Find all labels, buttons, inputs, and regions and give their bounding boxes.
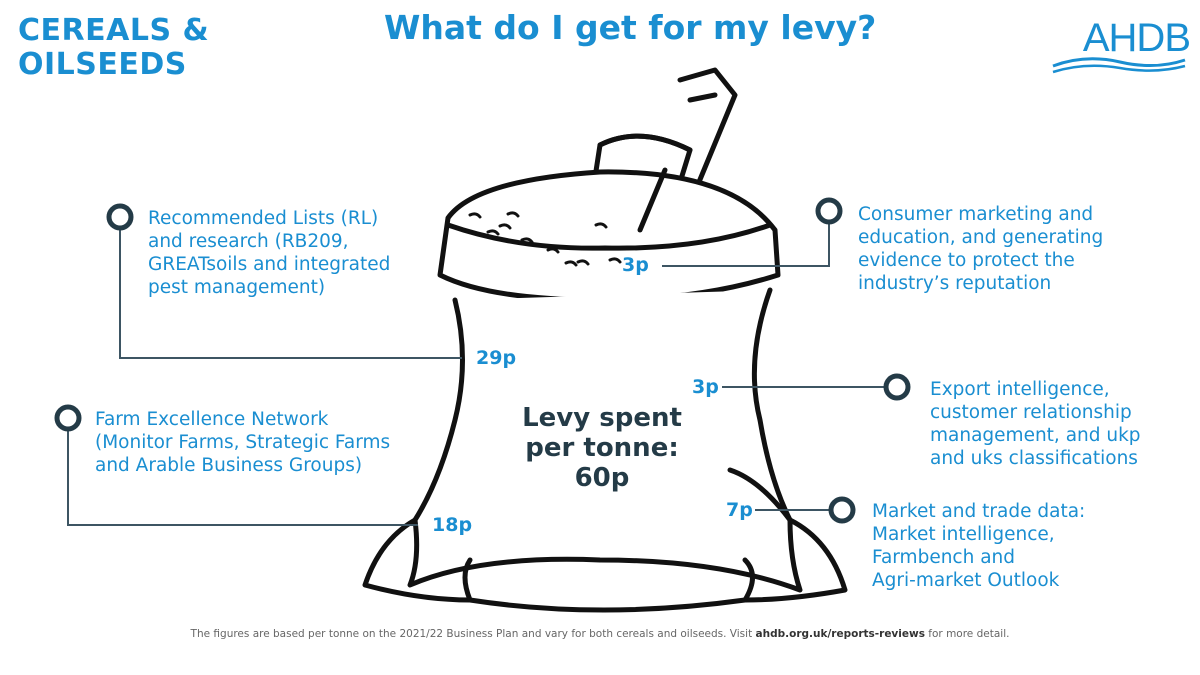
item-line: Market and trade data: [872,501,1086,522]
item-line: Consumer marketing and [858,204,1094,225]
brand-line-1: CEREALS & [18,13,210,48]
item-line: Export intelligence, [930,379,1110,400]
item-line: Farm Excellence Network [95,409,329,430]
item-farm-excellence: Farm Excellence Network (Monitor Farms, … [95,408,390,477]
levy-total-label: Levy spent per tonne: 60p [522,403,682,493]
item-line: and research (RB209, [148,231,349,252]
logo-text: AHDB [1082,16,1191,60]
item-consumer-marketing: Consumer marketing and education, and ge… [858,203,1103,295]
amount-consumer-marketing: 3p [622,254,649,276]
item-export-intelligence: Export intelligence, customer relationsh… [930,378,1141,470]
levy-total-line-2: per tonne: [525,433,679,463]
footnote-suffix: for more detail. [924,628,1010,640]
footnote: The figures are based per tonne on the 2… [0,628,1200,640]
brand-line-2: OILSEEDS [18,47,187,82]
sack-body-icon [407,287,803,593]
amount-recommended-lists: 29p [476,347,517,369]
sack-top-icon [437,169,781,303]
marker-market-icon [828,496,856,524]
item-line: Farmbench and [872,547,1016,568]
ahdb-logo: AHDB [1045,16,1191,76]
amount-farm-excellence: 18p [432,514,473,536]
brand-title: CEREALS & OILSEEDS [18,14,209,82]
footnote-prefix: The figures are based per tonne on the 2… [190,628,756,640]
item-line: Agri-market Outlook [872,570,1060,591]
levy-total-line-1: Levy spent [522,403,682,433]
connector-rl [119,228,462,359]
marker-rl-icon [106,203,134,231]
item-line: evidence to protect the [858,250,1075,271]
item-market-trade-data: Market and trade data: Market intelligen… [872,500,1085,592]
amount-export-intelligence: 3p [692,376,719,398]
item-line: education, and generating [858,227,1104,248]
logo-wave-icon [1052,57,1186,74]
footnote-link[interactable]: ahdb.org.uk/reports-reviews [755,628,925,640]
item-line: management, and ukp [930,425,1141,446]
amount-market-trade-data: 7p [726,499,753,521]
item-line: pest management) [148,277,326,298]
item-line: GREATsoils and integrated [148,254,391,275]
marker-fen-icon [54,404,82,432]
marker-consumer-icon [815,197,843,225]
item-line: (Monitor Farms, Strategic Farms [95,432,391,453]
item-recommended-lists: Recommended Lists (RL) and research (RB2… [148,207,390,299]
item-line: and uks classifications [930,448,1138,469]
item-line: customer relationship [930,402,1132,423]
item-line: Recommended Lists (RL) [148,208,379,229]
connector-fen [67,429,418,526]
marker-export-icon [883,373,911,401]
item-line: Market intelligence, [872,524,1055,545]
item-line: industry’s reputation [858,273,1052,294]
connector-consumer [662,223,830,267]
levy-total-value: 60p [574,463,630,493]
page-title: What do I get for my levy? [384,8,877,47]
item-line: and Arable Business Groups) [95,455,363,476]
